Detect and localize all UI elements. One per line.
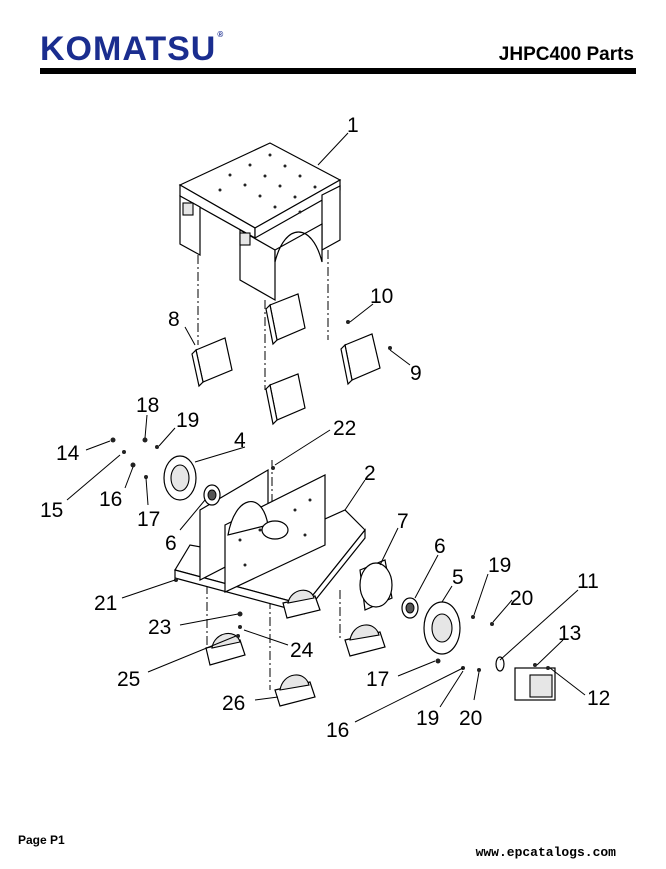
frame-top-part [178, 142, 342, 302]
callout-13: 13 [558, 622, 581, 645]
callout-19-left: 19 [176, 409, 199, 432]
callout-4: 4 [234, 429, 246, 452]
callout-19-upper: 19 [488, 554, 511, 577]
drive-assembly-part [359, 559, 556, 701]
callout-labels: 1 2 4 5 6 6 7 8 9 10 11 12 13 14 15 16 1… [40, 114, 610, 742]
header-rule [40, 68, 636, 74]
callout-7: 7 [397, 510, 409, 533]
callout-15: 15 [40, 499, 63, 522]
callout-10: 10 [370, 285, 393, 308]
komatsu-logo: KOMATSU® [40, 30, 225, 68]
flange-left-part [163, 455, 221, 506]
callout-18: 18 [136, 394, 159, 417]
callout-23: 23 [148, 616, 171, 639]
brand-wordmark: KOMATSU [40, 30, 217, 68]
callout-5: 5 [452, 566, 464, 589]
callout-9: 9 [410, 362, 422, 385]
callout-16-right: 16 [326, 719, 349, 742]
callout-16-left: 16 [99, 488, 122, 511]
callout-25: 25 [117, 668, 140, 691]
callout-17-left: 17 [137, 508, 160, 531]
leader-lines [66, 132, 586, 723]
callout-6-left: 6 [165, 532, 177, 555]
page-number: Page P1 [18, 833, 65, 847]
callout-24: 24 [290, 639, 314, 662]
callout-1: 1 [347, 114, 359, 137]
callout-6-right: 6 [434, 535, 446, 558]
page-title: JHPC400 Parts [498, 44, 634, 65]
callout-19-lower: 19 [416, 707, 439, 730]
base-plate-part [174, 468, 366, 615]
callout-14: 14 [56, 442, 80, 465]
callout-8: 8 [168, 308, 180, 331]
callout-20-lower: 20 [459, 707, 482, 730]
callout-2: 2 [364, 462, 376, 485]
rubber-mount-part [191, 293, 381, 426]
callout-21: 21 [94, 592, 117, 615]
callout-11: 11 [577, 570, 599, 593]
callout-26: 26 [222, 692, 245, 715]
callout-12: 12 [587, 687, 610, 710]
hardware-bolts [110, 320, 550, 672]
callout-17-right: 17 [366, 668, 389, 691]
website-watermark: www.epcatalogs.com [475, 845, 616, 860]
callout-20-upper: 20 [510, 587, 533, 610]
callout-22: 22 [333, 417, 356, 440]
